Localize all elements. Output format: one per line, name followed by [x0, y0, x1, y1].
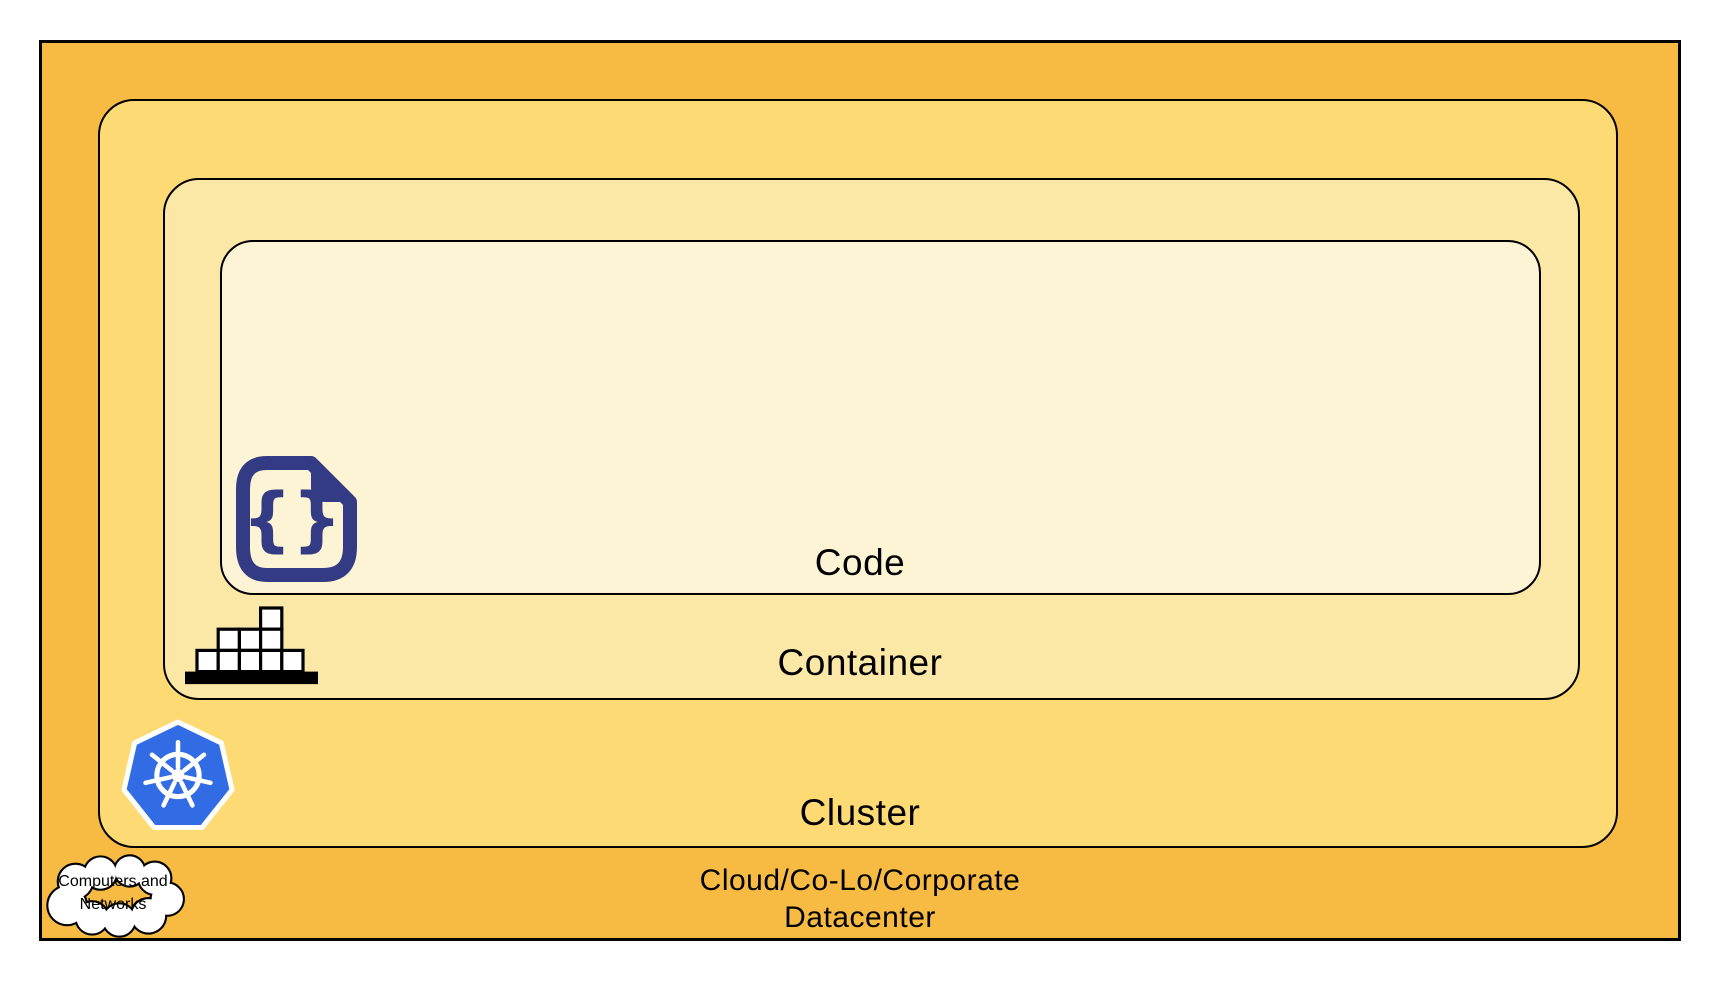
container-blocks-icon — [185, 606, 318, 685]
container-base-bar — [185, 671, 318, 685]
cloud-callout-line1: Computers and — [58, 873, 168, 890]
cluster-label: Cluster — [799, 792, 921, 833]
computers-networks-cloud-icon — [46, 854, 185, 938]
code-file-icon: {} — [236, 456, 357, 582]
code-label: Code — [814, 542, 906, 583]
cloud-callout-line2: Networks — [79, 896, 147, 913]
code-braces-glyph: {} — [242, 478, 342, 560]
container-label: Container — [777, 642, 943, 683]
kubernetes-helm-icon — [121, 719, 235, 831]
layer-code-box — [220, 240, 1541, 595]
datacenter-label-line2: Datacenter — [784, 901, 936, 934]
datacenter-label-line1: Cloud/Co-Lo/Corporate — [699, 864, 1021, 897]
datacenter-label: Cloud/Co-Lo/Corporate Datacenter — [0, 862, 1720, 936]
cloud-callout-text: Computers and Networks — [40, 870, 186, 916]
